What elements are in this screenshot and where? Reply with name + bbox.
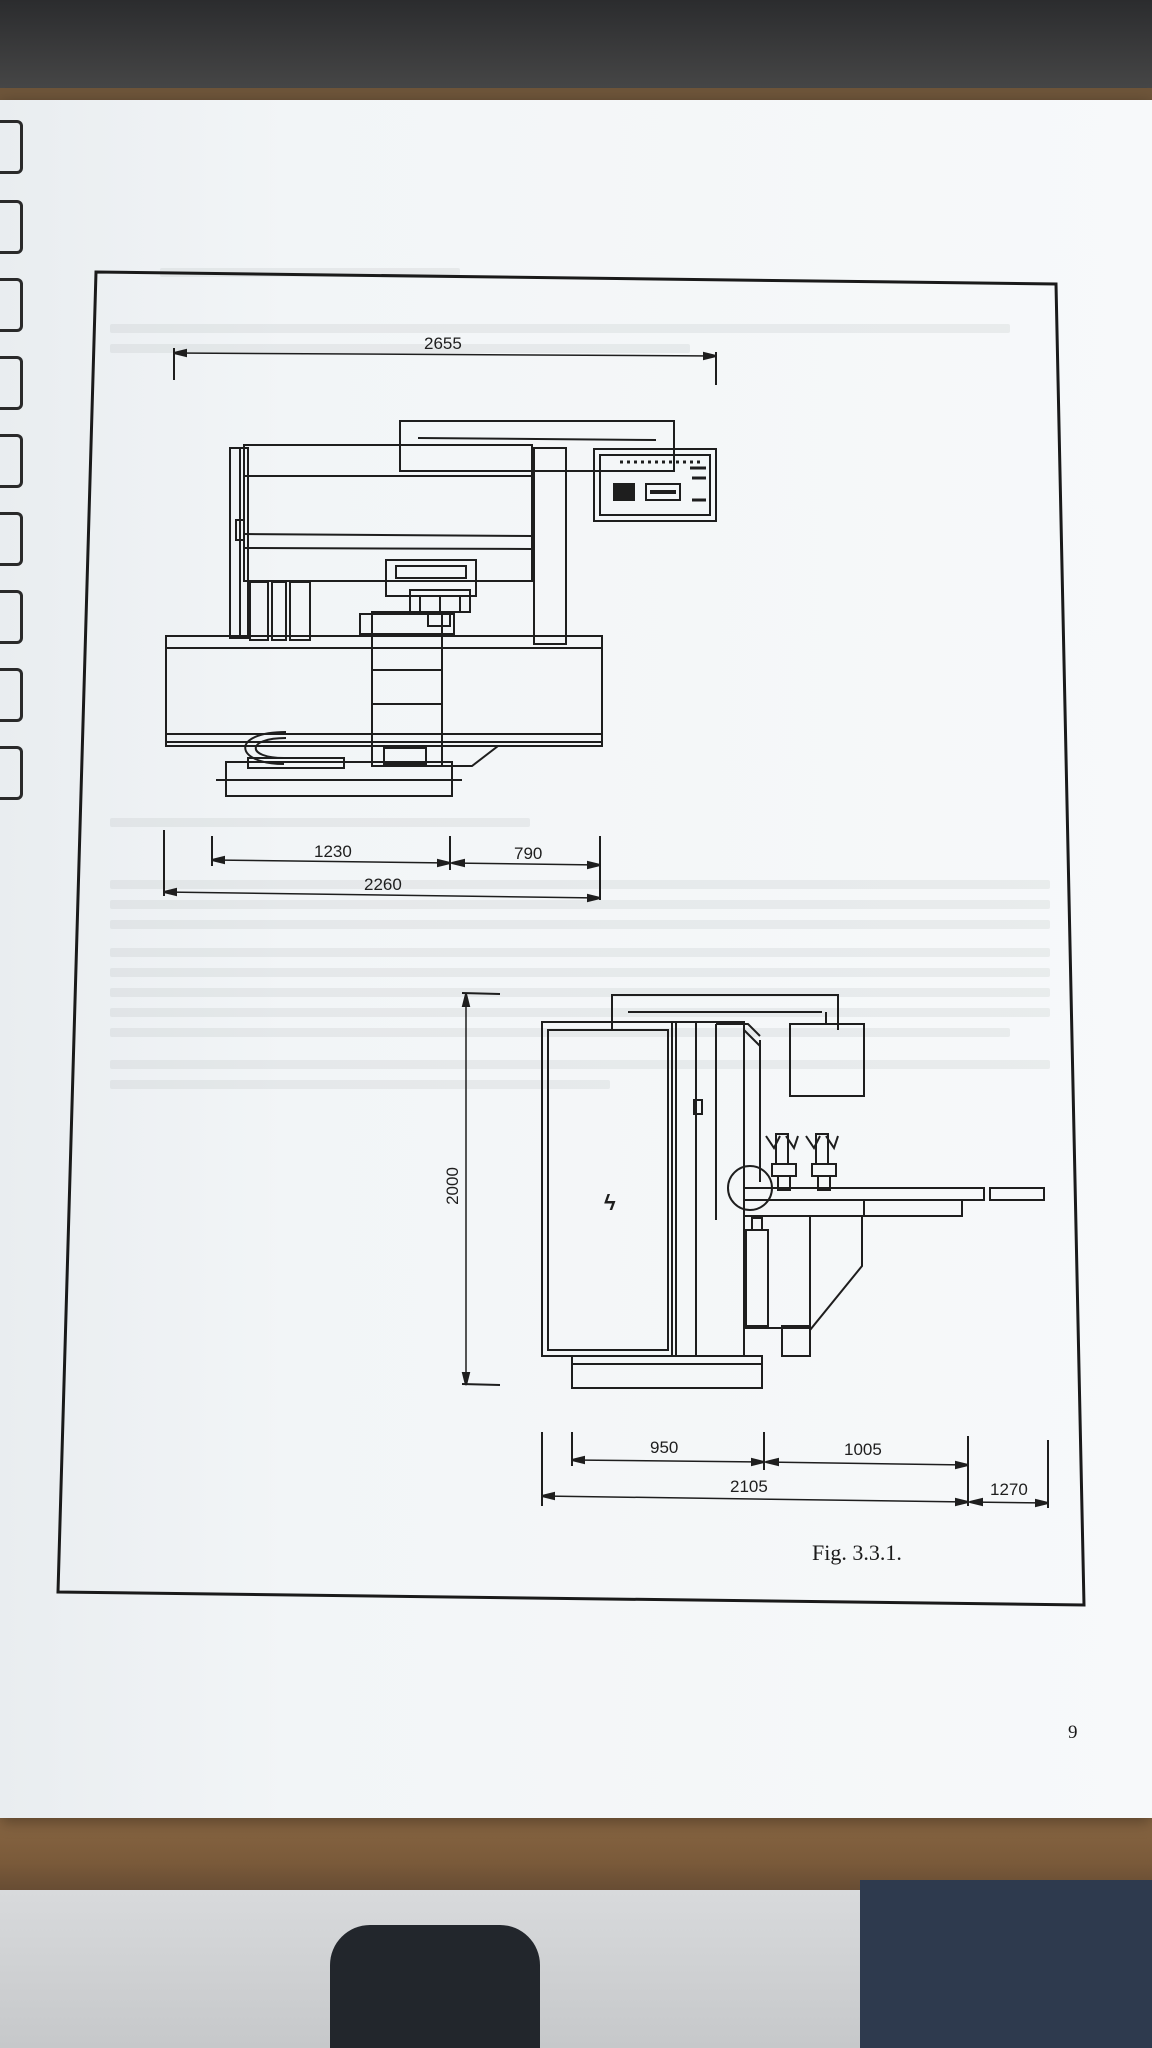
drawing-frame	[56, 270, 1086, 1607]
dimension-line-2260	[163, 887, 601, 903]
show-through-text	[110, 1028, 1010, 1037]
binding-ring	[0, 668, 23, 722]
binding-ring	[0, 278, 23, 332]
manual-page	[0, 100, 1152, 1818]
dimension-line-2000	[461, 992, 501, 1386]
dimension-line-2105-1270	[541, 1491, 1049, 1508]
machine-top-view	[165, 420, 717, 797]
motor-box	[789, 1023, 865, 1097]
show-through-text	[110, 948, 1050, 957]
dimension-line-950-1005	[541, 1432, 1049, 1508]
show-through-text	[160, 268, 460, 277]
show-through-text	[110, 324, 1010, 333]
binding-ring	[0, 512, 23, 566]
right-column	[533, 447, 567, 645]
main-column	[675, 1021, 745, 1357]
dim-label-1270: 1270	[990, 1480, 1028, 1499]
figure-caption: Fig. 3.3.1.	[812, 1540, 902, 1565]
binding-ring	[0, 590, 23, 644]
tool-holder	[765, 1133, 839, 1191]
show-through-text	[110, 1060, 1050, 1069]
show-through-text	[110, 880, 1050, 889]
dim-label-1005: 1005	[844, 1440, 882, 1459]
show-through-text	[110, 1008, 1050, 1017]
dim-label-2655: 2655	[424, 334, 462, 353]
dim-label-790: 790	[514, 844, 543, 863]
show-through-text	[110, 920, 1050, 929]
electrical-cabinet	[541, 1021, 677, 1357]
binding-ring	[0, 356, 23, 410]
dim-label-2000: 2000	[442, 1167, 462, 1205]
electrical-hazard-icon: ϟ	[604, 1190, 616, 1215]
blue-fabric-patch	[860, 1880, 1152, 2048]
show-through-text	[110, 968, 1050, 977]
lower-housing	[809, 1215, 863, 1333]
dim-label-2105: 2105	[730, 1477, 768, 1496]
binding-ring	[0, 434, 23, 488]
dim-label-950: 950	[650, 1438, 679, 1457]
binding-ring	[0, 746, 23, 800]
show-through-text	[110, 900, 1050, 909]
dimension-line-1230-790	[163, 830, 601, 900]
dark-fabric-patch	[330, 1925, 540, 2048]
control-panel	[593, 448, 717, 522]
dim-label-2260: 2260	[364, 875, 402, 894]
carriage-body	[243, 444, 533, 582]
dimension-line-2655	[173, 348, 717, 385]
binding-ring	[0, 120, 23, 174]
table-rails	[165, 635, 603, 747]
binding-ring	[0, 200, 23, 254]
machine-side-view	[541, 994, 1045, 1389]
show-through-text	[110, 344, 690, 353]
center-block	[371, 611, 443, 767]
show-through-text	[110, 988, 1050, 997]
dim-label-1230: 1230	[314, 842, 352, 861]
page-number: 9	[1068, 1722, 1078, 1743]
show-through-text	[110, 1080, 610, 1089]
show-through-text	[110, 818, 530, 827]
base-plinth	[571, 1355, 763, 1389]
spindle-head	[385, 559, 477, 597]
